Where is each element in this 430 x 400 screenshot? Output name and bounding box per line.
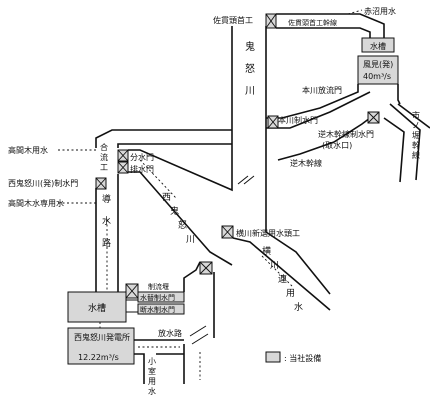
lower-river bbox=[183, 261, 215, 384]
yokokawa-canal-label: 横川連用水 bbox=[262, 245, 303, 313]
honkawa-discharge-label: 本川放流門 bbox=[302, 85, 342, 95]
top-water-tank-label: 水槽 bbox=[370, 41, 386, 51]
gate-connector bbox=[126, 299, 138, 313]
haisui-gate-label: 排水門 bbox=[130, 164, 154, 174]
saga-weir-gate bbox=[265, 13, 277, 29]
dousuiro-label: 導水路 bbox=[102, 193, 111, 249]
honkawa-gate bbox=[267, 115, 279, 129]
legend-swatch bbox=[265, 351, 281, 363]
ryuryu-gate-label: 制流堰 bbox=[148, 282, 169, 291]
nishi-kinu-river bbox=[128, 149, 267, 266]
dansui-gate bbox=[137, 303, 185, 315]
kazami-flow-label: 40m³/s bbox=[363, 72, 391, 81]
intake-label: (取水口) bbox=[322, 140, 352, 150]
bottom-water-tank bbox=[67, 291, 127, 323]
haisui-gate bbox=[117, 161, 129, 174]
tailrace bbox=[134, 339, 184, 384]
yokokawa-weir-gate bbox=[221, 225, 234, 239]
mizukae-gate bbox=[137, 291, 185, 303]
goryu-label: 合流工 bbox=[100, 142, 108, 172]
legend-label: : 当社設備 bbox=[284, 353, 321, 363]
sakaki-gate bbox=[367, 111, 380, 124]
top-water-tank bbox=[361, 37, 395, 53]
komuro-label: 小室用水 bbox=[148, 357, 156, 396]
sakaki-canal bbox=[277, 103, 430, 183]
bottom-water-tank-label: 水槽 bbox=[88, 302, 106, 314]
headrace bbox=[95, 174, 119, 292]
nishi-gate-label: 西鬼怒川(発)制水門 bbox=[8, 178, 78, 188]
tailrace-label: 放水路 bbox=[158, 328, 182, 338]
sakaki-gate-label: 逆木幹線制水門 bbox=[318, 129, 374, 139]
saga-canal-label: 佐貫頭首工幹線 bbox=[288, 18, 337, 27]
saga-canal bbox=[276, 9, 385, 38]
yokokawa-canal bbox=[232, 231, 331, 311]
bunsui-gate-label: 分水門 bbox=[130, 152, 154, 162]
power-plant bbox=[67, 327, 135, 365]
plant-flow-value: 12.22m³/s bbox=[78, 353, 119, 362]
mizukae-gate-label: 水替制水門 bbox=[140, 293, 175, 302]
honkawa-gate-label: 本川制水門 bbox=[278, 115, 318, 125]
river-kinu-label: 鬼怒川 bbox=[245, 40, 255, 97]
dansui-gate-label: 断水制水門 bbox=[140, 305, 175, 314]
bunsui-gate bbox=[117, 149, 129, 162]
ichinosawa-label: 市ノ堀幹線 bbox=[412, 110, 420, 160]
kazami-plant bbox=[357, 55, 399, 85]
kazami-label: 風見(発) bbox=[363, 60, 393, 69]
takamagi-canal bbox=[58, 129, 232, 151]
saga-weir-label: 佐貫頭首工 bbox=[213, 15, 253, 25]
takamagi-water-label: 高間木用水 bbox=[8, 145, 48, 155]
nishi-gate bbox=[95, 177, 107, 190]
akanuma-water-label: 赤沼用水 bbox=[364, 6, 396, 16]
takamagi-only-label: 高間木水専用水 bbox=[8, 198, 64, 208]
river-junction-gate bbox=[199, 261, 213, 275]
nishi-river-label: 西鬼怒川 bbox=[162, 192, 195, 245]
ryuryu-gate bbox=[125, 283, 139, 299]
plant-name-label: 西鬼怒川発電所 bbox=[74, 332, 130, 342]
sakaki-canal-label: 逆木幹線 bbox=[290, 158, 322, 168]
